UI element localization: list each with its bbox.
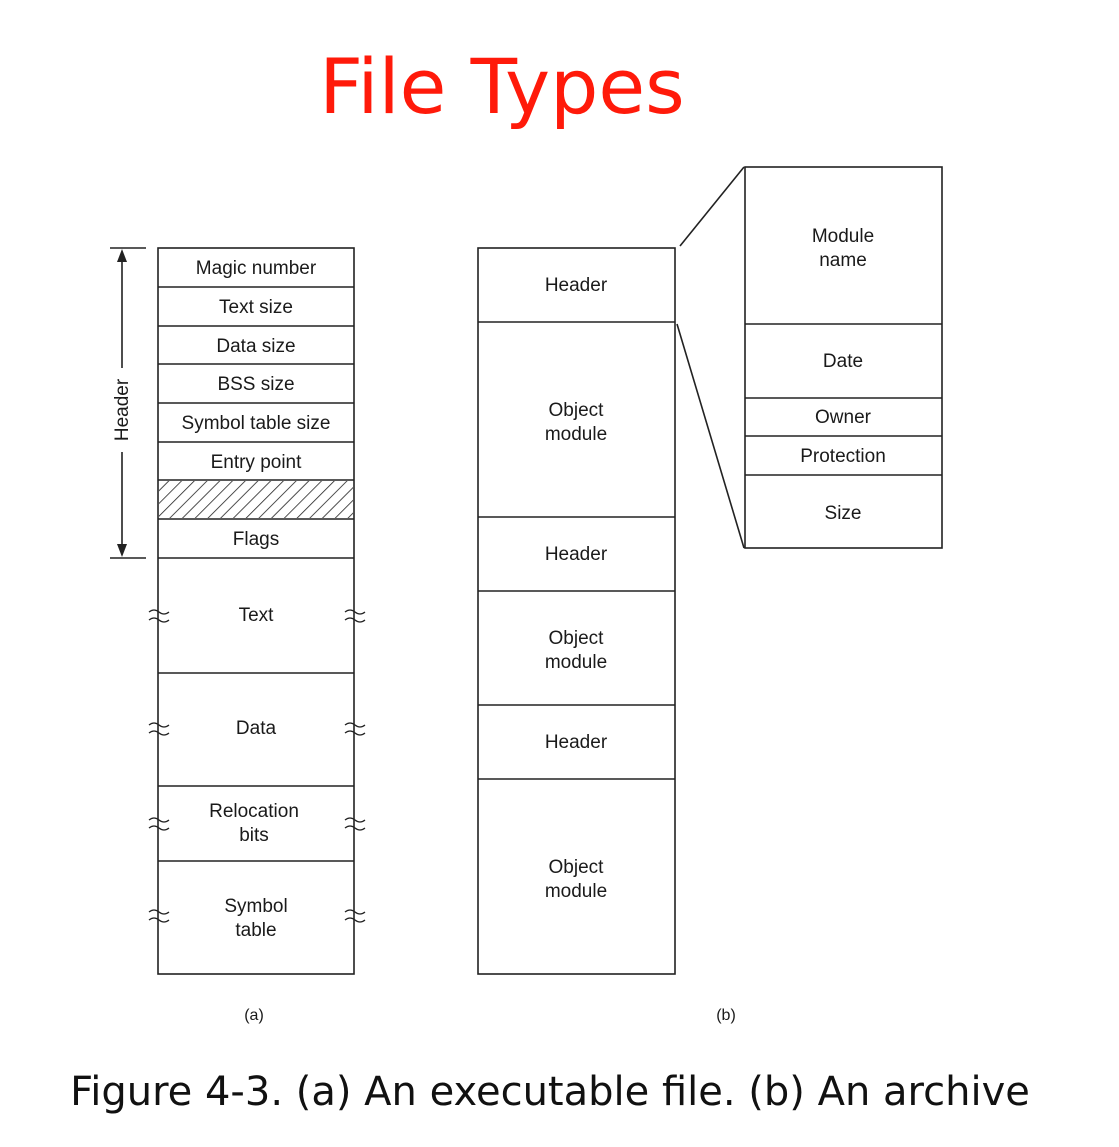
break-mark — [344, 825, 366, 831]
break-mark — [344, 722, 366, 728]
zoom-connector-bottom — [676, 323, 745, 549]
archive-sublabel: (b) — [716, 1007, 736, 1024]
cell-relocation-bits-line2: bits — [239, 825, 269, 846]
detail-date: Date — [823, 351, 863, 372]
archive-layout — [477, 247, 676, 975]
cell-flags: Flags — [233, 529, 279, 550]
archive-header-1: Header — [545, 275, 608, 296]
cell-relocation-bits-line1: Relocation — [209, 801, 299, 822]
cell-entry-point: Entry point — [211, 452, 303, 473]
break-mark — [344, 730, 366, 736]
break-mark — [344, 817, 366, 823]
break-mark — [148, 817, 170, 823]
cell-symbol-table-line1: Symbol — [224, 896, 287, 917]
cell-magic-number: Magic number — [196, 258, 317, 279]
archive-header-2: Header — [545, 544, 608, 565]
header-detail-layout — [676, 166, 943, 549]
archive-header-3: Header — [545, 732, 608, 753]
section-break-marks — [148, 609, 366, 923]
archive-object-module-2-line2: module — [545, 652, 607, 673]
header-detail-outline — [744, 166, 943, 549]
break-mark — [148, 722, 170, 728]
figure-caption: Figure 4-3. (a) An executable file. (b) … — [70, 1069, 1030, 1115]
detail-protection: Protection — [800, 446, 886, 467]
down-arrow-icon — [117, 544, 127, 557]
cell-text-size: Text size — [219, 297, 293, 318]
archive-outline — [477, 247, 676, 975]
break-mark — [344, 617, 366, 623]
break-mark — [148, 917, 170, 923]
up-arrow-icon — [117, 249, 127, 262]
cell-symbol-table-size: Symbol table size — [182, 413, 331, 434]
break-mark — [148, 617, 170, 623]
break-mark — [148, 730, 170, 736]
cell-symbol-table-line2: table — [235, 920, 276, 941]
slide-title: File Types — [319, 42, 685, 131]
unused-hatched-cell — [159, 481, 353, 518]
archive-object-module-2-line1: Object — [549, 628, 605, 649]
cell-data-size: Data size — [216, 336, 295, 357]
break-mark — [148, 825, 170, 831]
detail-owner: Owner — [815, 407, 872, 428]
cell-data: Data — [236, 718, 277, 739]
break-mark — [344, 917, 366, 923]
archive-object-module-3-line1: Object — [549, 857, 605, 878]
cell-bss-size: BSS size — [217, 374, 294, 395]
header-brace — [110, 247, 146, 559]
archive-object-module-3-line2: module — [545, 881, 607, 902]
archive-object-module-1-line2: module — [545, 424, 607, 445]
archive-object-module-1-line1: Object — [549, 400, 605, 421]
zoom-connector-top — [679, 166, 745, 247]
header-brace-label: Header — [112, 378, 133, 441]
detail-module-name-line1: Module — [812, 226, 874, 247]
detail-size: Size — [825, 503, 862, 524]
break-mark — [344, 909, 366, 915]
executable-sublabel: (a) — [244, 1007, 264, 1024]
detail-module-name-line2: name — [819, 250, 867, 271]
cell-text: Text — [239, 605, 275, 626]
break-mark — [148, 909, 170, 915]
break-mark — [344, 609, 366, 615]
break-mark — [148, 609, 170, 615]
